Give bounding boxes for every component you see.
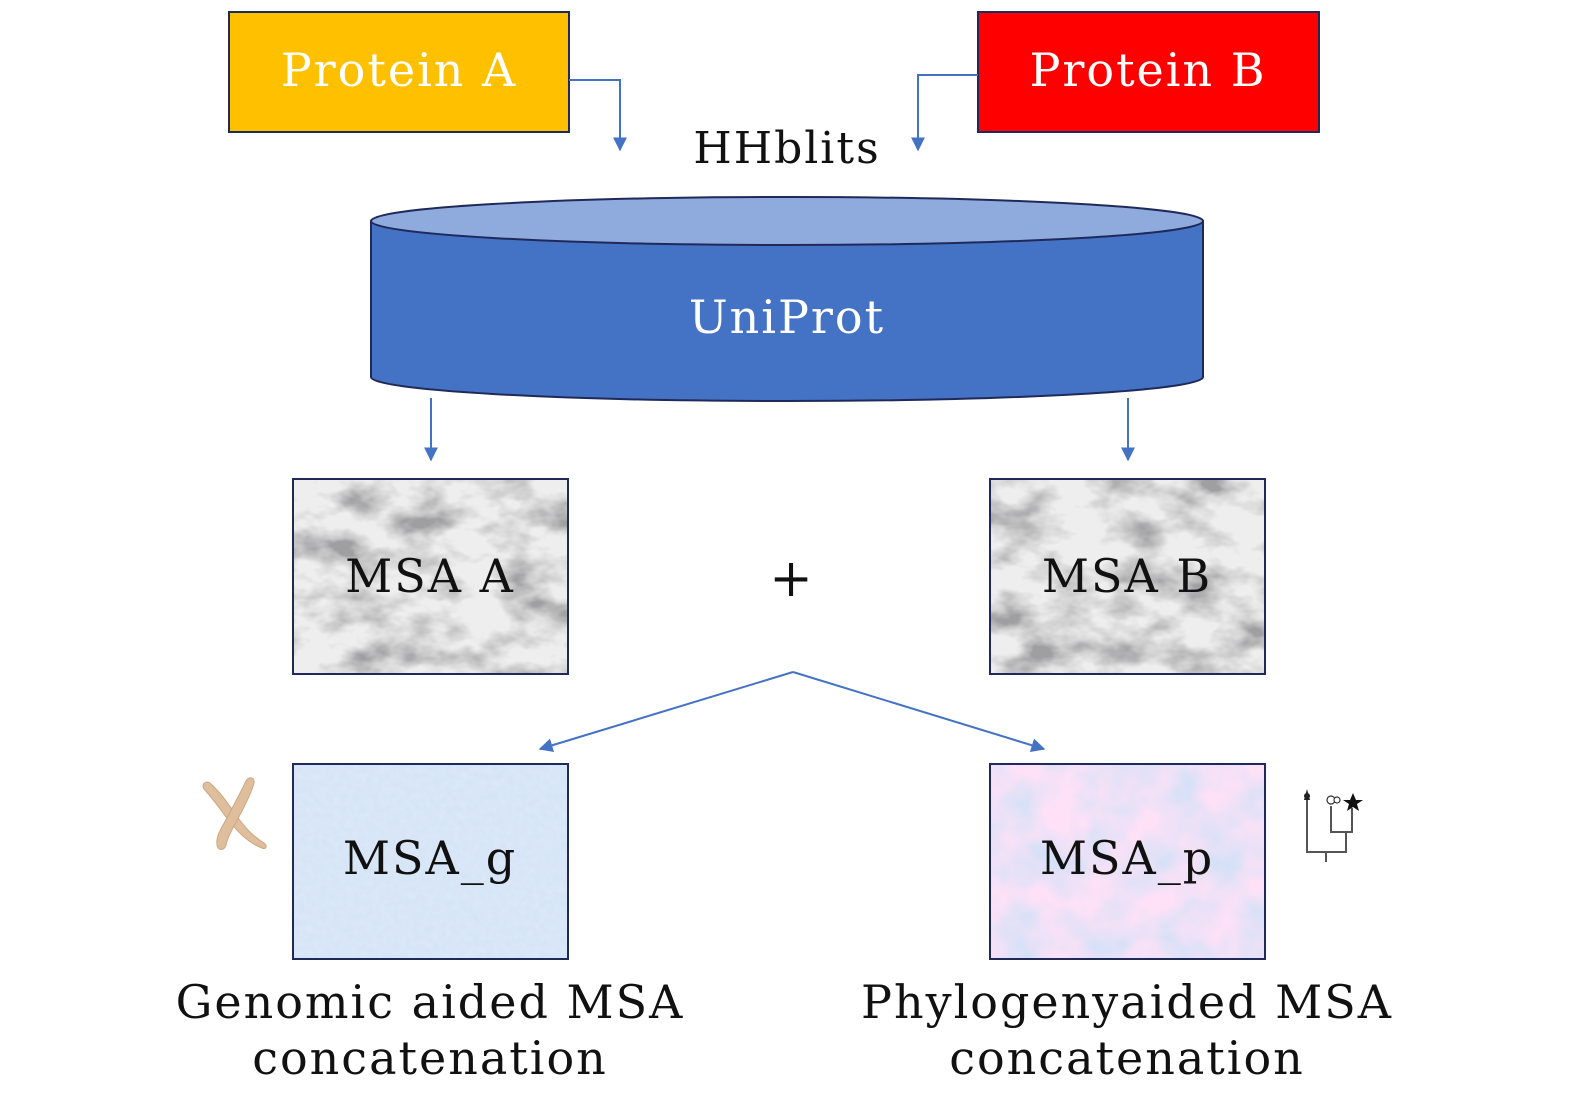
msa-b-box: MSA B	[989, 478, 1266, 675]
protein-a-box: Protein A	[228, 11, 570, 133]
msa-p-box: MSA_p	[989, 763, 1266, 960]
plus-sign: +	[769, 549, 813, 609]
msa-p-label: MSA_p	[1040, 831, 1214, 885]
msa-a-box: MSA A	[292, 478, 569, 675]
genomic-caption-line2: concatenation	[252, 1031, 608, 1085]
arrow-protein-b-to-search	[911, 74, 978, 152]
phylogeny-caption-line1: Phylogenyaided MSA	[861, 975, 1393, 1029]
protein-b-label: Protein B	[1029, 43, 1266, 97]
chromosome-icon	[202, 777, 267, 850]
msa-a-label: MSA A	[345, 549, 515, 603]
arrow-protein-a-to-search	[569, 79, 627, 152]
protein-b-box: Protein B	[977, 11, 1320, 133]
msa-b-label: MSA B	[1042, 549, 1212, 603]
search-tool-label: HHblits	[693, 123, 880, 174]
msa-g-box: MSA_g	[292, 763, 569, 960]
msa-g-label: MSA_g	[343, 831, 517, 885]
phylogeny-caption-line2: concatenation	[949, 1031, 1305, 1085]
arrow-to-msa-p	[792, 671, 1046, 752]
uniprot-database: UniProt	[370, 196, 1204, 402]
genomic-caption-line1: Genomic aided MSA	[176, 975, 685, 1029]
protein-a-label: Protein A	[281, 43, 518, 97]
database-label: UniProt	[689, 290, 885, 344]
phylogenetic-tree-icon	[1304, 789, 1363, 862]
arrow-to-msa-g	[538, 671, 794, 753]
